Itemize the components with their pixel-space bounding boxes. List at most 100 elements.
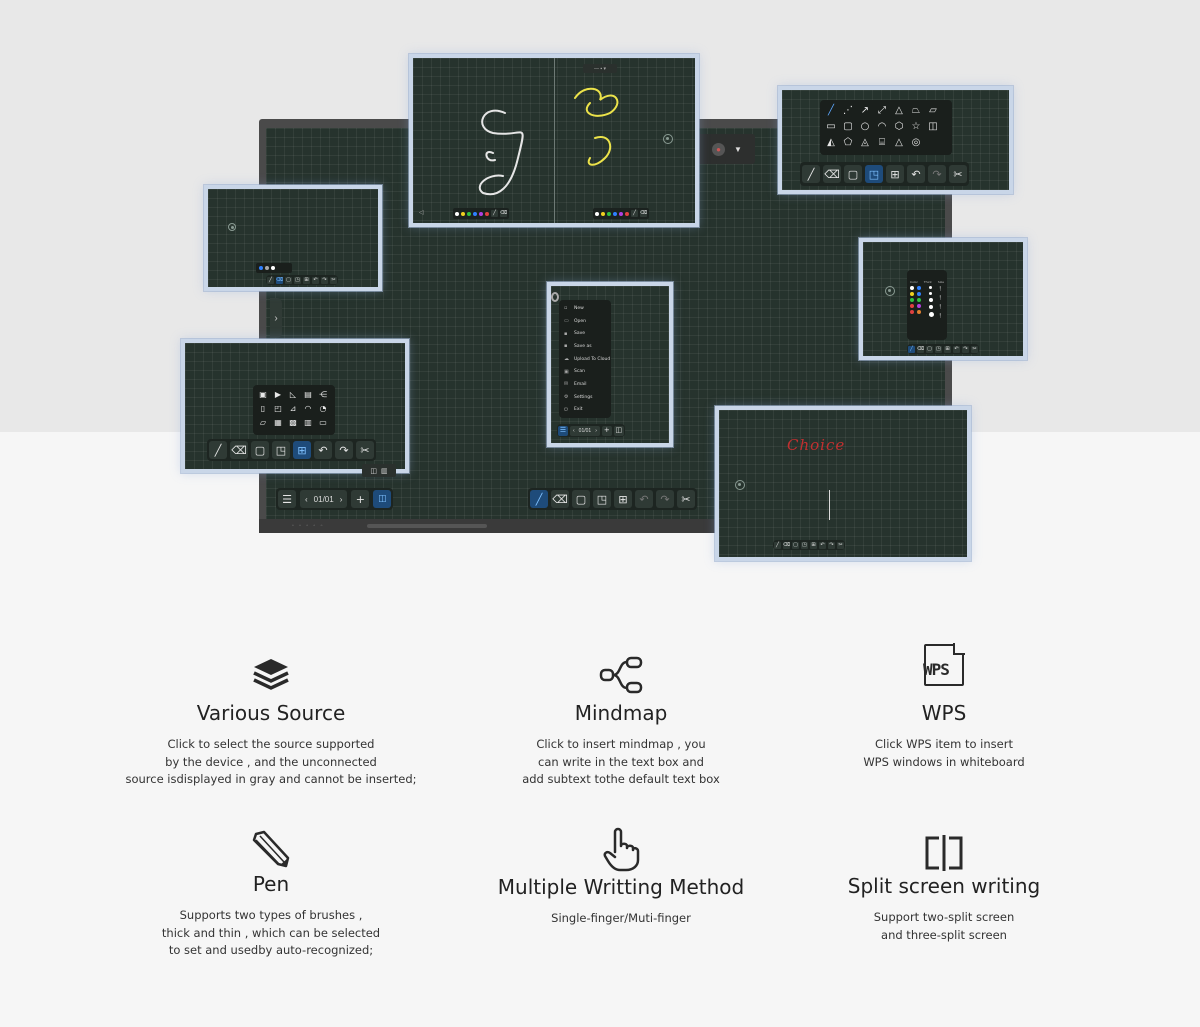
three-split-icon[interactable]: ▥ — [381, 467, 388, 475]
image-icon[interactable]: ▣ — [259, 390, 267, 399]
menu-item-email[interactable]: ✉Email — [564, 381, 587, 388]
menu-item-save-as[interactable]: ▪Save as — [564, 343, 592, 350]
clear-icon[interactable]: ✂ — [837, 541, 844, 549]
eraser-icon[interactable]: ⌫ — [499, 210, 508, 217]
menu-button[interactable]: ☰ — [558, 425, 568, 436]
split-mode-tooltip[interactable]: ◫▥ — [362, 464, 396, 477]
prism-icon[interactable]: ⬠ — [843, 137, 853, 148]
next-page-button[interactable]: › — [339, 494, 343, 504]
user-menu[interactable]: ● ▼ — [695, 134, 755, 164]
undo-icon[interactable]: ↶ — [907, 165, 925, 183]
menu-item-exit[interactable]: ⏻Exit — [564, 406, 583, 413]
shape-icon[interactable]: ◳ — [935, 345, 942, 353]
eraser-icon[interactable]: ⌫ — [551, 490, 569, 508]
eraser-icon[interactable]: ⌫ — [275, 276, 284, 284]
menu-item-settings[interactable]: ⚙Settings — [564, 394, 593, 401]
shape-icon[interactable]: ◳ — [593, 490, 611, 508]
floating-menu-icon[interactable] — [885, 286, 895, 296]
size-mark-icon[interactable]: ╿ — [939, 286, 942, 291]
pen-icon[interactable]: ╱ — [774, 541, 781, 549]
browser-icon[interactable]: ◰ — [274, 404, 282, 413]
redo-icon[interactable]: ↷ — [928, 165, 946, 183]
add-page-button[interactable]: + — [351, 490, 370, 508]
semicircle-icon[interactable]: ◠ — [877, 121, 887, 132]
table-icon[interactable]: ▤ — [304, 390, 312, 399]
clear-icon[interactable]: ✂ — [330, 276, 337, 284]
menu-item-save[interactable]: ▪Save — [564, 330, 586, 337]
dashed-line-icon[interactable]: ⋰ — [843, 105, 853, 116]
split-top-control[interactable]: — ▪ ▾ — [583, 64, 617, 73]
undo-icon[interactable]: ↶ — [819, 541, 826, 549]
size-mark-icon[interactable]: ╿ — [939, 295, 942, 300]
timer-icon[interactable]: ◔ — [319, 404, 327, 413]
exit-split-icon[interactable]: ◁ — [419, 210, 424, 216]
select-icon[interactable]: ▢ — [926, 345, 933, 353]
select-icon[interactable]: ▢ — [792, 541, 799, 549]
double-arrow-icon[interactable]: ⤢ — [878, 105, 886, 116]
calculator-icon[interactable]: ▦ — [274, 418, 282, 427]
shape-icon[interactable]: ◳ — [801, 541, 808, 549]
triangle-icon[interactable]: △ — [895, 105, 903, 116]
arrow-icon[interactable]: ↗ — [860, 105, 870, 116]
cone-icon[interactable]: ◬ — [861, 137, 869, 148]
redo-icon[interactable]: ↷ — [828, 541, 835, 549]
compass-icon[interactable]: ⊿ — [289, 404, 297, 413]
insert-icon[interactable]: ⊞ — [810, 541, 817, 549]
size-mark-icon[interactable]: ╿ — [939, 304, 942, 309]
sphere-icon[interactable]: ◎ — [911, 137, 921, 148]
sidebar-toggle[interactable]: › — [270, 298, 282, 338]
eraser-icon[interactable]: ⌫ — [916, 345, 925, 353]
ruler-icon[interactable]: ◺ — [289, 390, 297, 399]
wps-icon[interactable]: ▥ — [304, 418, 312, 427]
pen-icon[interactable]: ╱ — [802, 165, 820, 183]
undo-icon[interactable]: ↶ — [314, 441, 332, 459]
line-shape-icon[interactable]: ╱ — [827, 105, 835, 116]
clear-icon[interactable]: ✂ — [356, 441, 374, 459]
select-icon[interactable]: ▢ — [844, 165, 862, 183]
clear-icon[interactable]: ✂ — [971, 345, 978, 353]
redo-icon[interactable]: ↷ — [335, 441, 353, 459]
video-icon[interactable]: ▶ — [274, 390, 282, 399]
cone2-icon[interactable]: △ — [895, 137, 903, 148]
shape-icon[interactable]: ◳ — [294, 276, 301, 284]
undo-icon[interactable]: ↶ — [312, 276, 319, 284]
parallelogram-icon[interactable]: ▱ — [929, 105, 937, 116]
select-icon[interactable]: ▢ — [285, 276, 292, 284]
insert-icon[interactable]: ⊞ — [303, 276, 310, 284]
floating-menu-icon[interactable] — [663, 134, 673, 144]
protractor-icon[interactable]: ◠ — [304, 404, 312, 413]
insert-icon[interactable]: ⊞ — [944, 345, 951, 353]
split-screen-button[interactable]: ◫ — [373, 490, 392, 508]
prev-page-button[interactable]: ‹ — [305, 494, 308, 504]
undo-icon[interactable]: ↶ — [635, 490, 653, 508]
cube-icon[interactable]: ◫ — [928, 121, 938, 132]
menu-item-scan[interactable]: ▣Scan — [564, 368, 585, 375]
next-page-button[interactable]: › — [595, 427, 597, 434]
floating-menu-icon[interactable] — [228, 223, 236, 231]
size-mark-icon[interactable]: ╿ — [939, 313, 942, 318]
pen-icon[interactable]: ╱ — [908, 345, 915, 353]
menu-item-new[interactable]: ▫New — [564, 305, 584, 312]
note-icon[interactable]: ▱ — [259, 418, 267, 427]
eraser-icon[interactable]: ⌫ — [823, 165, 841, 183]
shape-icon[interactable]: ◳ — [272, 441, 290, 459]
circle-icon[interactable]: ○ — [860, 121, 870, 132]
insert-icon[interactable]: ⊞ — [293, 441, 311, 459]
split-screen-button[interactable]: ◫ — [613, 425, 624, 436]
eraser-icon[interactable]: ⌫ — [639, 210, 648, 217]
redo-icon[interactable]: ↷ — [321, 276, 328, 284]
clear-icon[interactable]: ✂ — [949, 165, 967, 183]
shape-icon[interactable]: ◳ — [865, 165, 883, 183]
source-icon[interactable]: ▩ — [289, 418, 297, 427]
pen-icon[interactable]: ╱ — [631, 210, 638, 217]
prev-page-button[interactable]: ‹ — [573, 427, 575, 434]
menu-item-open[interactable]: ▭Open — [564, 318, 587, 325]
clear-icon[interactable]: ✂ — [677, 490, 695, 508]
pyramid-icon[interactable]: ◭ — [827, 137, 835, 148]
eraser-icon[interactable]: ⌫ — [230, 441, 248, 459]
pen-icon[interactable]: ╱ — [530, 490, 548, 508]
pen-icon[interactable]: ╱ — [491, 210, 498, 217]
cylinder-icon[interactable]: ⌸ — [879, 137, 885, 148]
floating-menu-icon[interactable] — [735, 480, 745, 490]
undo-icon[interactable]: ↶ — [953, 345, 960, 353]
